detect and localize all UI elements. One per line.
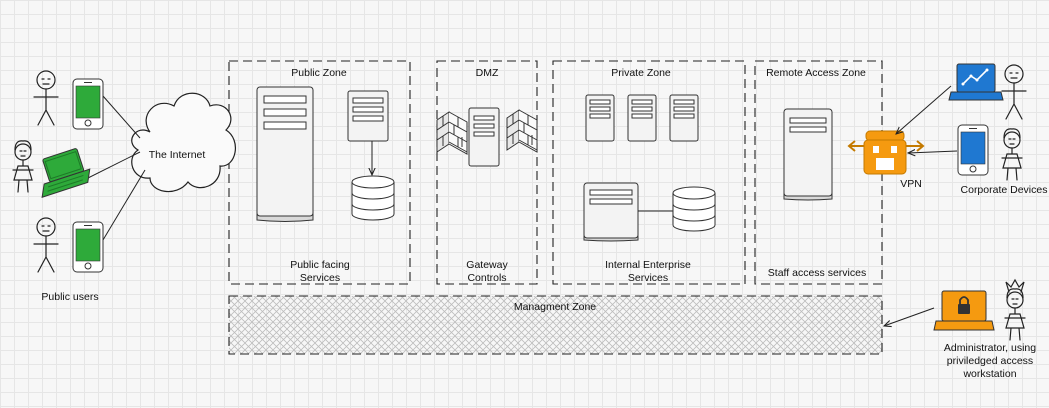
- admin-person-icon: [1004, 278, 1026, 341]
- internal-enterprise-server: [583, 182, 639, 242]
- staff-access-caption: Staff access services: [768, 267, 866, 279]
- firewall-left-icon: [436, 111, 468, 155]
- corporate-user-person-icon: [1001, 64, 1027, 120]
- public-phone-1-icon: [72, 78, 104, 130]
- private-server-1: [585, 94, 615, 142]
- private-zone-label: Private Zone: [611, 67, 671, 79]
- corporate-laptop-icon: [948, 63, 1004, 101]
- public-database-icon: [351, 175, 395, 221]
- public-zone-label: Public Zone: [291, 67, 347, 79]
- staff-access-server: [783, 108, 833, 201]
- public-web-server: [256, 86, 314, 222]
- firewall-right-icon: [506, 109, 538, 153]
- public-app-server: [347, 90, 389, 142]
- gateway-server: [468, 107, 500, 167]
- admin-to-management-arrow: [884, 307, 935, 326]
- internet-label: The Internet: [149, 149, 206, 161]
- public-user-person-icon: [33, 70, 59, 126]
- private-server-2: [627, 94, 657, 142]
- phone-to-vpn-arrow: [908, 151, 958, 153]
- admin-label-line3: workstation: [962, 368, 1016, 380]
- private-zone: [552, 60, 746, 285]
- admin-label-line2: priviledged access: [947, 355, 1033, 367]
- internal-caption-line2: Services: [628, 272, 668, 284]
- public-services-caption-line2: Services: [300, 272, 340, 284]
- public-laptop-icon: [41, 148, 91, 198]
- internal-database-icon: [672, 186, 716, 232]
- remote-access-zone-label: Remote Access Zone: [766, 67, 866, 79]
- public-user-woman-icon: [12, 140, 34, 193]
- public-zone: [228, 60, 411, 285]
- private-server-3: [669, 94, 699, 142]
- vpn-gateway-icon: [847, 130, 925, 175]
- admin-label-line1: Administrator, using: [944, 342, 1036, 354]
- gateway-caption-line2: Controls: [467, 272, 506, 284]
- gateway-caption-line1: Gateway: [466, 259, 508, 271]
- internet-cloud-icon: [131, 92, 236, 193]
- link-phone1-internet: [102, 95, 141, 139]
- corporate-phone-icon: [957, 124, 989, 176]
- vpn-label: VPN: [900, 178, 922, 190]
- corporate-user-woman-icon: [1001, 128, 1023, 181]
- corporate-devices-label: Corporate Devices: [961, 184, 1048, 196]
- admin-laptop-icon: [933, 290, 995, 331]
- internal-caption-line1: Internal Enterprise: [605, 259, 691, 271]
- public-phone-2-icon: [72, 221, 104, 273]
- public-user-person-2-icon: [33, 217, 59, 273]
- laptop-to-vpn-arrow: [896, 85, 952, 134]
- public-users-label: Public users: [41, 291, 98, 303]
- public-services-caption-line1: Public facing: [290, 259, 350, 271]
- link-phone2-internet: [102, 169, 146, 241]
- dmz-zone-label: DMZ: [476, 67, 499, 79]
- dmz-zone: [436, 60, 538, 285]
- link-laptop-internet: [79, 151, 141, 183]
- management-zone-label: Managment Zone: [514, 301, 596, 313]
- management-zone: [228, 295, 883, 355]
